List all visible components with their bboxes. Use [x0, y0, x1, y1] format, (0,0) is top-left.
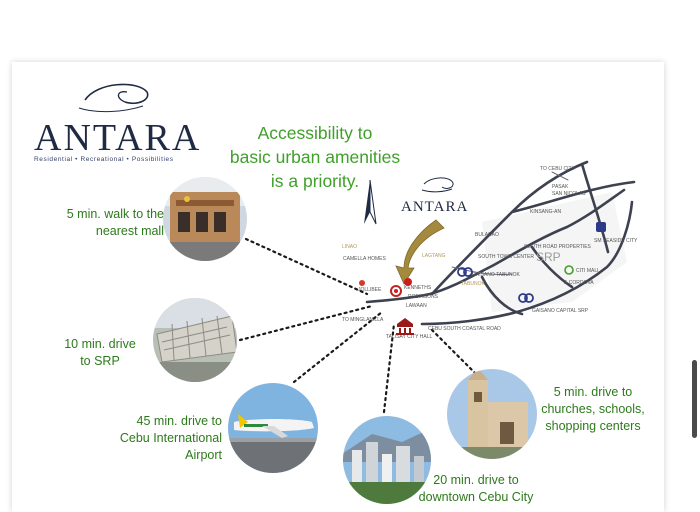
- dotted-connectors: [238, 237, 482, 414]
- road-network: [365, 160, 636, 326]
- city-hall-icon: [396, 318, 414, 335]
- map-label-lawaan: LAWAAN: [406, 303, 427, 309]
- kenneth-icon: [404, 278, 412, 286]
- map-label-san-nicolas: SAN NICOLAS: [552, 191, 586, 197]
- pointer-arrow-icon: [395, 219, 445, 285]
- map-label-coastal-road: CEBU SOUTH COASTAL ROAD: [428, 326, 501, 332]
- map-label-gaisano-tabunok: GAISANO TABUNOK: [472, 272, 521, 278]
- caption-srp-line-1: 10 min. drive: [64, 337, 136, 351]
- map-label-linao: LINAO: [342, 244, 357, 250]
- church-photo: [447, 369, 537, 459]
- caption-churches-line-2: churches, schools,: [541, 402, 645, 416]
- map-label-talisay-hall: TALISAY CITY HALL: [386, 334, 433, 340]
- gaisano-tabunok-icon: [457, 267, 473, 277]
- map-label-srp: SRP: [536, 250, 561, 264]
- caption-airport: 45 min. drive to Cebu International Airp…: [96, 413, 222, 464]
- caption-mall-line-2: nearest mall: [95, 224, 164, 238]
- map-label-south-town: SOUTH TOWN CENTER: [478, 254, 534, 260]
- map-label-to-minglanilla: TO MINGLANILLA: [342, 317, 384, 323]
- antara-infographic: ANTARA Residential • Recreational • Poss…: [12, 62, 664, 512]
- map-label-kenneth: KENNETHS: [404, 285, 432, 291]
- caption-downtown-line-2: downtown Cebu City: [418, 490, 534, 504]
- headline-line-1: Accessibility to: [257, 123, 373, 143]
- caption-airport-line-3: Airport: [185, 448, 222, 462]
- map-label-sm-seaside: SM SEASIDE CITY: [594, 238, 638, 244]
- logo-swirl-icon: [78, 83, 149, 113]
- caption-airport-line-1: 45 min. drive to: [136, 414, 222, 428]
- map-label-south-road-properties: SOUTH ROAD PROPERTIES: [524, 244, 592, 250]
- map-label-camella: CAMELLA HOMES: [343, 256, 386, 262]
- jollibee-icon: [359, 280, 365, 286]
- map-label-lagtang: LAGTANG: [422, 253, 446, 259]
- map-label-kinsang-an: KINSANG-AN: [530, 209, 562, 215]
- map-label-pasak: PASAK: [552, 184, 569, 190]
- caption-srp: 10 min. drive to SRP: [52, 336, 148, 370]
- mall-photo: [163, 177, 247, 261]
- map-label-gaisano-capital: GAISANO CAPITAL SRP: [532, 308, 589, 314]
- brand-name: ANTARA: [34, 117, 202, 159]
- map-label-cordova: & CORDOVA: [564, 280, 594, 286]
- caption-mall-line-1: 5 min. walk to the: [66, 207, 164, 221]
- location-map: TO CEBU CITY PASAK SAN NICOLAS KINSANG-A…: [153, 160, 638, 504]
- caption-srp-line-2: to SRP: [80, 354, 120, 368]
- caption-churches: 5 min. drive to churches, schools, shopp…: [534, 384, 652, 435]
- caption-mall: 5 min. walk to the nearest mall: [52, 206, 164, 240]
- map-antara-brand: ANTARA: [401, 199, 468, 215]
- antara-location-pin-icon: [390, 285, 402, 297]
- map-label-citi-mall: CITI MALL: [576, 268, 600, 274]
- headline: Accessibility to basic urban amenities i…: [200, 121, 430, 193]
- headline-line-2: basic urban amenities: [229, 147, 401, 167]
- gaisano-capital-icon: [518, 293, 534, 303]
- caption-downtown-line-1: 20 min. drive to: [433, 473, 519, 487]
- sm-seaside-icon: [596, 222, 606, 232]
- brand-tagline: Residential • Recreational • Possibiliti…: [34, 156, 174, 163]
- caption-airport-line-2: Cebu International: [119, 431, 222, 445]
- airport-photo: [228, 383, 318, 473]
- headline-line-3: is a priority.: [270, 171, 360, 191]
- caption-churches-line-3: shopping centers: [545, 419, 641, 433]
- map-label-jollibee: JOLLIBEE: [358, 287, 382, 293]
- map-label-robinsons: ROBINSONS: [408, 294, 439, 300]
- map-antara-swirl-icon: [421, 177, 454, 193]
- map-label-to-cebu-city: TO CEBU CITY: [540, 166, 576, 172]
- north-arrow-icon: [364, 179, 377, 225]
- caption-churches-line-1: 5 min. drive to: [553, 385, 633, 399]
- citi-mall-icon: [564, 265, 574, 275]
- page-scrollbar[interactable]: [692, 360, 697, 438]
- srp-photo: [153, 298, 237, 382]
- map-label-tabunok: TABUNOK: [461, 281, 485, 287]
- caption-downtown: 20 min. drive to downtown Cebu City: [406, 472, 546, 506]
- map-label-bulacao: BULACAO: [475, 232, 499, 238]
